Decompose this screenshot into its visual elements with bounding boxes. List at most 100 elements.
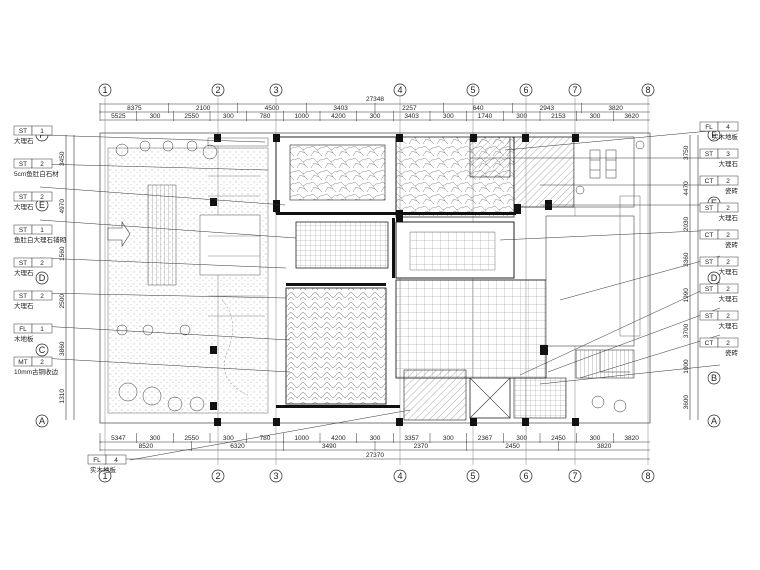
left-tag-label: 木地板 (14, 334, 34, 343)
bottom-total-dim: 27370 (366, 452, 384, 459)
axis-top-7-circle (568, 83, 582, 97)
bottom-dim-row1-label: 3820 (624, 435, 639, 442)
right-tag-code: ST (705, 313, 713, 320)
top-dim-row2-label: 2153 (551, 113, 566, 120)
axis-bottom-2: 2 (215, 471, 220, 481)
bottom-dim-row1-label: 780 (260, 435, 271, 442)
right-tag-num-box (717, 202, 739, 213)
left-tag-num-box (31, 356, 53, 367)
top-dim-row2-label: 300 (223, 113, 234, 120)
bottom-dim-row2-label: 3490 (322, 443, 337, 450)
left-tag-code: MT (18, 359, 27, 366)
bottom-tag-label: 实木地板 (90, 465, 117, 474)
right-vert-dim-label: 2030 (683, 216, 690, 231)
axis-bottom-7: 7 (572, 471, 577, 481)
left-tag-label: 大理石 (14, 268, 34, 277)
top-dim-row1-label: 2943 (540, 105, 555, 112)
right-tag-code: CT (705, 232, 714, 239)
axis-bottom-6-circle (519, 469, 533, 483)
top-dim-row1-label: 3403 (333, 105, 348, 112)
right-tag-label: 瓷砖 (725, 186, 739, 195)
left-tag-code: ST (19, 194, 27, 201)
left-vert-dim-label: 2500 (59, 294, 66, 309)
top-dim-row2-label: 5525 (111, 113, 126, 120)
bottom-material-tag: FL 4 实木地板 (87, 454, 127, 474)
top-dim-row1-label: 2257 (402, 105, 417, 112)
scale-pattern-floor (285, 287, 387, 405)
right-tag-num: 4 (726, 124, 730, 131)
right-vert-dim-label: 3750 (683, 145, 690, 160)
right-tag-code: ST (705, 286, 713, 293)
left-tag-label: 10mm古铜收边 (14, 367, 59, 376)
plant-icons (115, 140, 645, 413)
left-tag-label: 大理石 (14, 202, 34, 211)
left-tag-label: 5cm鱼肚白石材 (14, 169, 59, 178)
left-tag-num-box (31, 290, 53, 301)
right-tag-num-box (717, 121, 739, 132)
left-tag-num: 2 (40, 359, 44, 366)
axis-bottom-5: 5 (470, 471, 475, 481)
bottom-dim-row1-label: 2367 (478, 435, 493, 442)
bottom-dim-row1-label: 4200 (331, 435, 346, 442)
right-tag-code: CT (705, 340, 714, 347)
left-tag-code: ST (19, 161, 27, 168)
top-dim-row2-label: 3620 (624, 113, 639, 120)
right-tag-label: 大理石 (719, 321, 739, 330)
axis-bottom-7-circle (568, 469, 582, 483)
axis-left-E: E (39, 200, 45, 210)
right-tag-num-box (717, 175, 739, 186)
left-tag-num-box (31, 257, 53, 268)
top-dim-row1-label: 3820 (608, 105, 623, 112)
right-tag-num-box (717, 283, 739, 294)
axis-top-8: 8 (645, 85, 650, 95)
right-tag-num: 2 (726, 286, 730, 293)
top-dim-row2-label: 300 (590, 113, 601, 120)
leader-lines (39, 129, 721, 461)
left-tag-code: ST (19, 260, 27, 267)
axis-left-D-circle (35, 271, 49, 285)
right-tag-num-box (717, 148, 739, 159)
axis-top-4-circle (393, 83, 407, 97)
axis-right-F: F (711, 130, 717, 140)
axis-top-2: 2 (215, 85, 220, 95)
horizontal-axis-bubbles-right: FEDBA (707, 128, 721, 428)
bottom-tag-code: FL (93, 457, 101, 464)
tiled-hall (395, 279, 547, 379)
right-tag-code: ST (705, 205, 713, 212)
axis-bottom-1: 1 (102, 471, 107, 481)
left-vert-dim-label: 3860 (59, 341, 66, 356)
bottom-dim-row1-label: 300 (443, 435, 454, 442)
right-tag-label: 大理石 (719, 213, 739, 222)
axis-left-D: D (39, 273, 46, 283)
top-dim-row2-label: 1000 (294, 113, 309, 120)
right-tag-num: 2 (726, 232, 730, 239)
site-outline (99, 132, 651, 424)
right-tag-label: 大理石 (719, 267, 739, 276)
axis-top-1: 1 (102, 85, 107, 95)
left-vert-dim-label: 3450 (59, 151, 66, 166)
left-tag-num: 1 (40, 227, 44, 234)
top-dim-row1-label: 640 (473, 105, 484, 112)
left-tag-num-box (31, 125, 53, 136)
top-dim-row2-label: 300 (516, 113, 527, 120)
axis-right-A: A (711, 416, 717, 426)
left-tag-num-box (31, 224, 53, 235)
left-vert-dim-label: 4970 (59, 199, 66, 214)
bottom-dim-row1-label: 300 (516, 435, 527, 442)
bottom-dim-row1-label: 2450 (551, 435, 566, 442)
right-tag-label: 瓷砖 (725, 240, 739, 249)
axis-left-A: A (39, 416, 45, 426)
bottom-dim-row2-label: 8520 (139, 443, 154, 450)
bottom-dim-row1-label: 2550 (184, 435, 199, 442)
top-dim-row2-label: 2550 (184, 113, 199, 120)
axis-bottom-6: 6 (523, 471, 528, 481)
left-tag-code: FL (19, 326, 27, 333)
right-vert-dim-label: 3700 (683, 323, 690, 338)
top-total-dim: 27348 (366, 96, 384, 103)
right-tag-num-box (717, 229, 739, 240)
pool-area (289, 144, 386, 201)
